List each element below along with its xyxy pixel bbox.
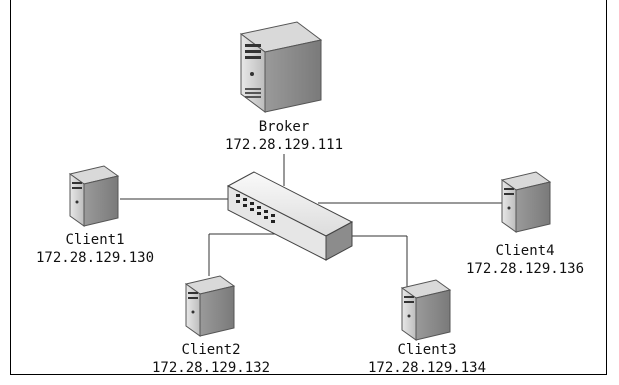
- network-switch-icon: [226, 171, 354, 261]
- broker-ip: 172.28.129.111: [224, 137, 344, 153]
- pc-tower-icon: [68, 165, 120, 227]
- client3-ip: 172.28.129.134: [367, 360, 487, 376]
- broker-label: Broker 172.28.129.111: [225, 118, 343, 154]
- pc-tower-icon: [500, 171, 552, 233]
- client1-ip: 172.28.129.130: [35, 250, 155, 266]
- broker-name: Broker: [258, 119, 310, 135]
- client4-ip: 172.28.129.136: [465, 261, 585, 277]
- client4-label: Client4 172.28.129.136: [466, 242, 584, 278]
- server-tower-icon: [239, 21, 323, 113]
- diagram-frame: [10, 0, 607, 375]
- client2-ip: 172.28.129.132: [151, 360, 271, 376]
- client2-label: Client2 172.28.129.132: [152, 341, 270, 377]
- pc-tower-icon: [400, 279, 452, 341]
- client1-label: Client1 172.28.129.130: [36, 231, 154, 267]
- pc-tower-icon: [184, 275, 236, 337]
- client2-name: Client2: [181, 342, 241, 358]
- client4-name: Client4: [495, 243, 555, 259]
- client3-label: Client3 172.28.129.134: [368, 341, 486, 377]
- client1-name: Client1: [65, 232, 125, 248]
- client3-name: Client3: [397, 342, 457, 358]
